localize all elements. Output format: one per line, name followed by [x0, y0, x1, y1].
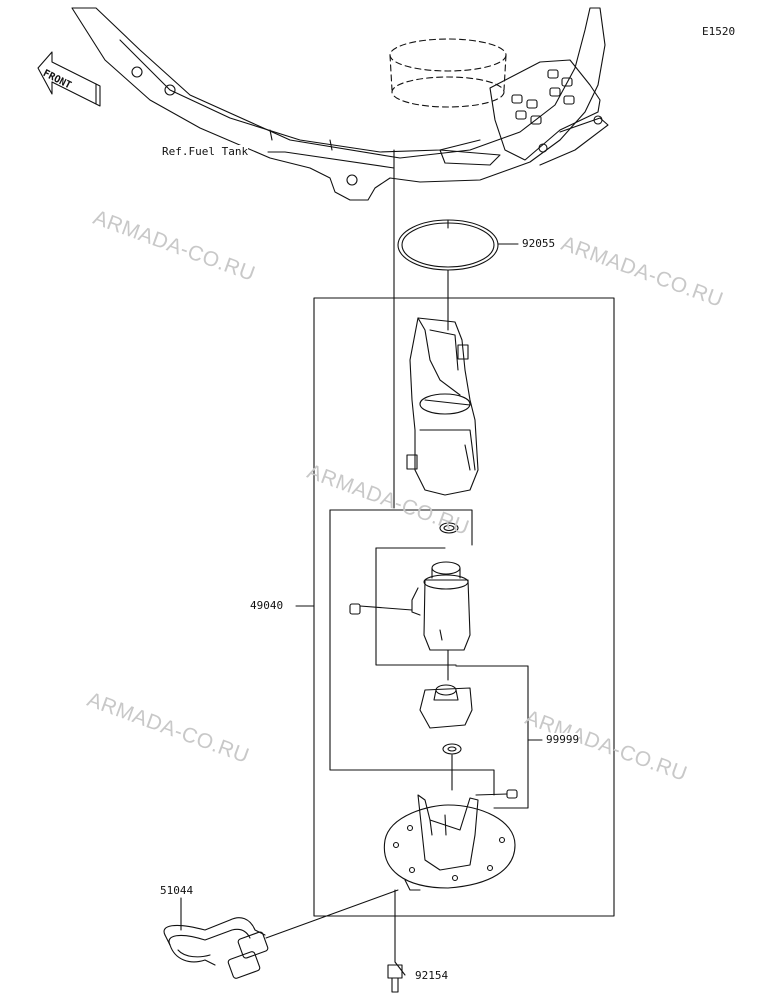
fuel-tank: [71, 7, 609, 201]
fuel-hose: [163, 889, 399, 979]
small-screw: [506, 789, 518, 799]
leader-ref-tank: [267, 151, 395, 169]
pump-motor: [349, 561, 471, 681]
part-number-51044[interactable]: 51044: [160, 884, 194, 897]
inner-box-top: [329, 509, 473, 546]
part-number-92055[interactable]: 92055: [522, 237, 556, 250]
assembly-box: [313, 297, 615, 917]
front-arrow-icon: [37, 51, 101, 107]
leader-99999: [493, 665, 529, 809]
part-number-92154[interactable]: 92154: [415, 969, 449, 982]
part-number-99999[interactable]: 99999: [546, 733, 580, 746]
seal-ring-upper: [439, 522, 459, 534]
ref-fuel-tank-label: Ref.Fuel Tank: [162, 145, 249, 158]
diagram-code: E1520: [702, 25, 736, 38]
pump-filter: [419, 684, 473, 729]
pump-housing: [406, 317, 479, 496]
part-number-49040[interactable]: 49040: [250, 599, 284, 612]
pump-flange: [383, 794, 516, 891]
washer: [442, 743, 462, 755]
